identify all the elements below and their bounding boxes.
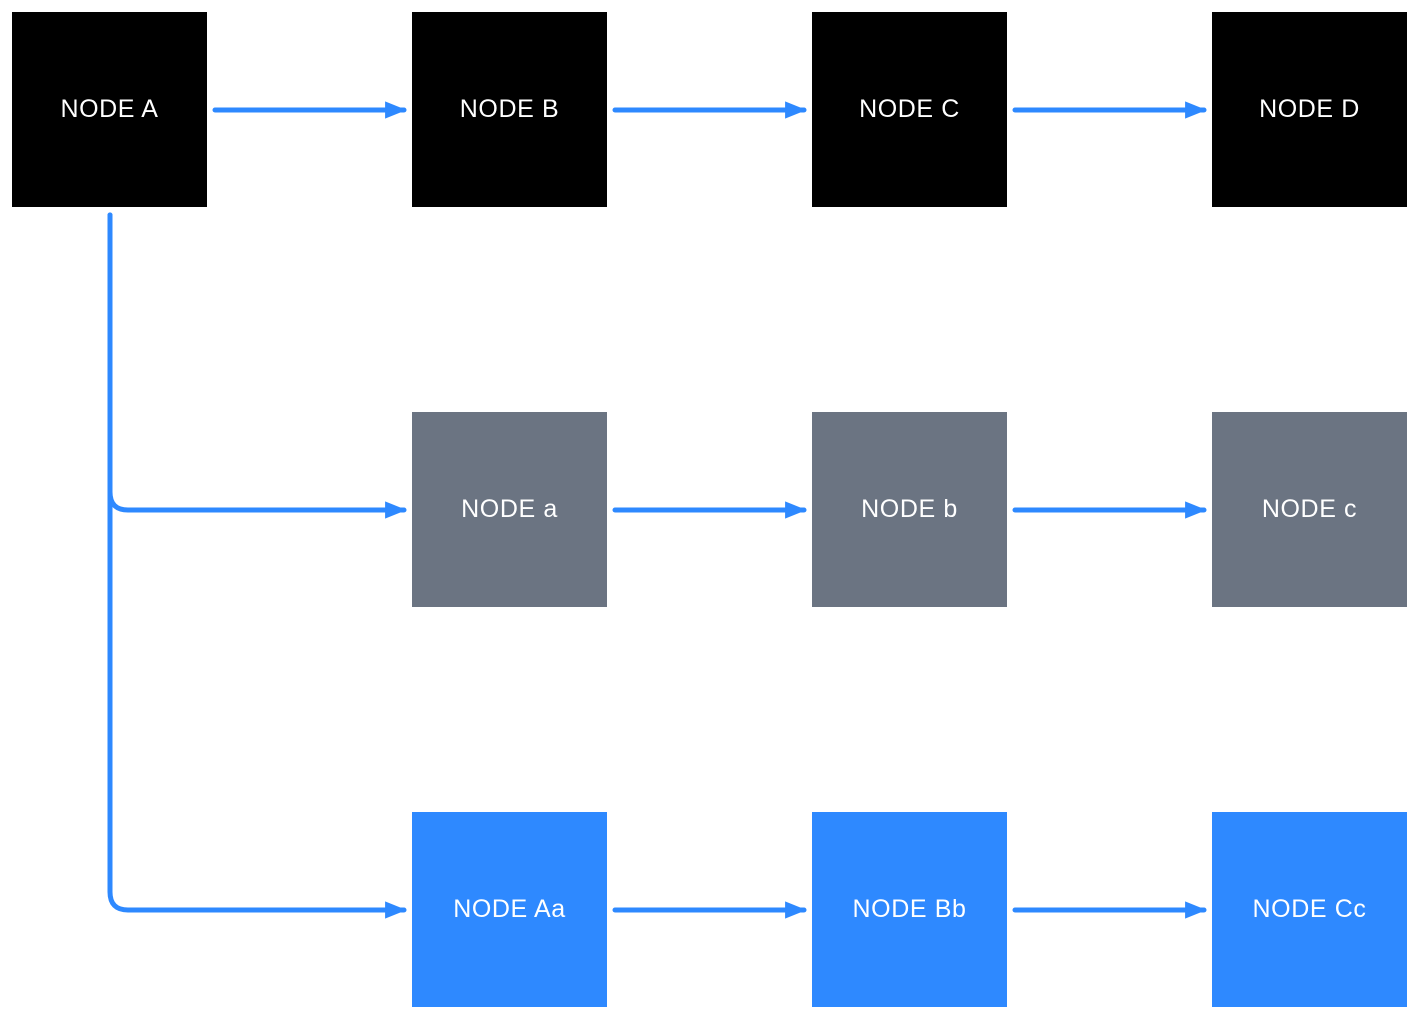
node-Aa-label: NODE Aa [453,895,566,923]
node-B-label: NODE B [459,95,560,123]
node-Bb[interactable]: NODE Bb [812,812,1007,1007]
edge-A-to-Aa [107,212,407,919]
node-A-label: NODE A [60,95,159,123]
node-B[interactable]: NODE B [412,12,607,207]
node-a[interactable]: NODE a [412,412,607,607]
node-Aa[interactable]: NODE Aa [412,812,607,1007]
node-b-label: NODE b [861,495,958,523]
node-C-label: NODE C [859,95,960,123]
node-D-label: NODE D [1259,95,1360,123]
node-D[interactable]: NODE D [1212,12,1407,207]
node-c-label: NODE c [1261,495,1358,523]
node-A[interactable]: NODE A [12,12,207,207]
node-c[interactable]: NODE c [1212,412,1407,607]
node-C[interactable]: NODE C [812,12,1007,207]
node-b[interactable]: NODE b [812,412,1007,607]
node-Cc-label: NODE Cc [1252,895,1367,923]
node-a-label: NODE a [461,495,558,523]
node-Bb-label: NODE Bb [852,895,967,923]
edge-A-to-a [107,212,407,519]
node-Cc[interactable]: NODE Cc [1212,812,1407,1007]
